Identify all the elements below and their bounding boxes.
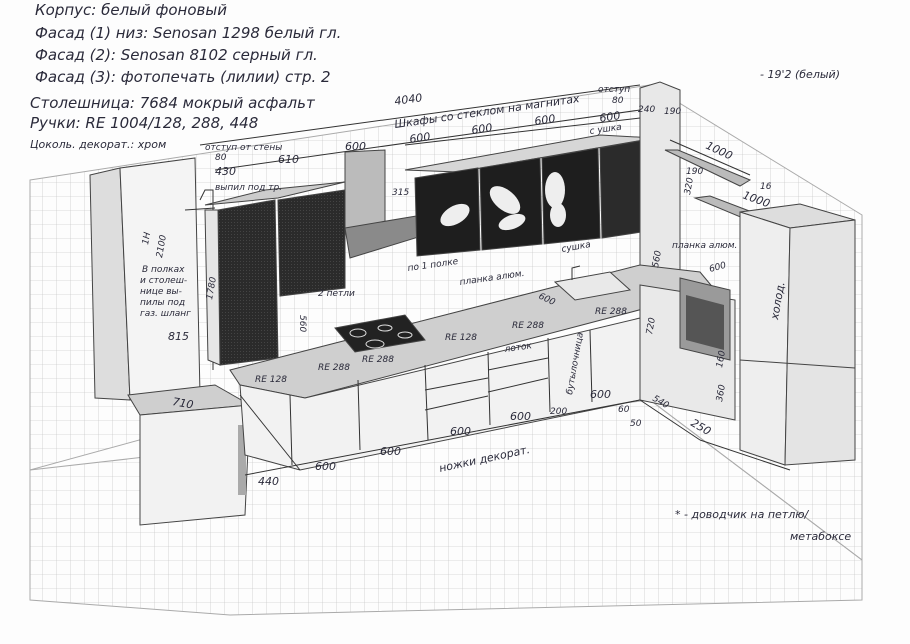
dim-oven-600: 600: [708, 261, 727, 275]
handle-label-5: RE 288: [512, 321, 544, 331]
footnote-line-2: метабоксе: [790, 530, 851, 543]
gas-note-5: газ. шланг: [140, 309, 191, 319]
gas-note-2: и столеш-: [140, 276, 187, 286]
dim-200: 200: [550, 407, 567, 417]
lily-print: [440, 172, 566, 231]
dim-815: 815: [168, 330, 189, 343]
upper-cabinet-dark: [277, 189, 346, 297]
fridge-front: [784, 219, 856, 466]
label-strip-2: планка алюм.: [672, 241, 737, 251]
dim-600-4: 600: [599, 109, 622, 125]
note-body: Корпус: белый фоновый: [35, 1, 227, 19]
faucet: [571, 265, 581, 280]
note-handles: Ручки: RE 1004/128, 288, 448: [30, 114, 258, 132]
dim-shelf-16: 16: [760, 182, 772, 192]
dim-600-3: 600: [534, 112, 557, 128]
fridge-divider: [739, 359, 856, 369]
base-cabinet-dividers: [289, 329, 593, 466]
handle-label-2: RE 288: [318, 363, 350, 373]
dim-360: 360: [715, 384, 728, 403]
dim-1n: 1Н: [141, 231, 153, 245]
dim-2100: 2100: [155, 234, 169, 259]
dim-1780: 1780: [205, 276, 219, 301]
dimension-lines: [184, 84, 791, 476]
upper-cabinet-side: [204, 209, 221, 366]
hob-burners: [349, 324, 413, 349]
note-facade-3: Фасад (3): фотопечать (лилии) стр. 2: [35, 68, 331, 86]
color-note: - 19'2 (белый): [760, 68, 840, 81]
corner-base-front: [139, 404, 251, 526]
dim-190: 190: [664, 107, 681, 117]
dim-base-600-5: 600: [590, 388, 611, 401]
dim-base-600-2: 600: [380, 445, 401, 458]
note-facade-2: Фасад (2): Senosan 8102 серный гл.: [35, 46, 318, 64]
dim-720: 720: [645, 317, 658, 336]
dim-240: 240: [638, 105, 655, 115]
handle-label-1: RE 128: [255, 375, 287, 385]
dim-600-1: 600: [409, 130, 432, 146]
dim-offset-right-val: 80: [612, 96, 624, 106]
note-countertop: Столешница: 7684 мокрый асфальт: [30, 94, 316, 112]
dim-base-600-1: 600: [315, 460, 336, 473]
dim-offset-wall: отступ от стены: [205, 143, 282, 153]
note-facade-1: Фасад (1) низ: Senosan 1298 белый гл.: [35, 24, 341, 42]
handle-label-3: RE 288: [362, 355, 394, 365]
dim-600-2: 600: [471, 121, 494, 137]
dim-560-right: 560: [651, 250, 664, 269]
dim-560: 560: [297, 315, 307, 332]
dim-50: 50: [630, 419, 642, 429]
dim-60: 60: [618, 405, 630, 415]
dim-160: 160: [715, 350, 728, 369]
dim-320: 320: [683, 177, 696, 196]
dim-base-600-4: 600: [510, 410, 531, 423]
handle-label-4: RE 128: [445, 333, 477, 343]
hob: [334, 314, 426, 353]
dim-offset-right: отступ: [598, 85, 630, 95]
dim-315: 315: [392, 188, 409, 198]
upper-cabinet-tall-dark: [217, 199, 279, 366]
dim-430: 430: [215, 165, 236, 178]
dim-440: 440: [258, 475, 279, 488]
gas-note-4: пилы под: [140, 298, 185, 308]
label-tray: лоток: [503, 341, 533, 355]
sink: [553, 271, 632, 301]
gas-note-3: нице вы-: [140, 287, 182, 297]
dim-base-600-3: 600: [450, 425, 471, 438]
dim-total: 4040: [394, 91, 424, 108]
handle-label-6: RE 288: [595, 307, 627, 317]
dim-with-ear: с ушка: [589, 123, 622, 137]
dim-shelf-190: 190: [686, 167, 703, 177]
dim-hood-600: 600: [345, 140, 366, 153]
dim-hinges: 2 петли: [318, 289, 355, 299]
footnote-line-1: * - доводчик на петлю/: [675, 508, 809, 521]
wall-shelf-upper: [664, 149, 752, 187]
fridge-side: [739, 211, 791, 466]
radiator: [238, 425, 246, 495]
gas-note-1: В полках: [142, 265, 185, 275]
dim-offset-wall-val: 80: [215, 153, 227, 163]
dim-cutout: выпил под тр.: [215, 183, 282, 193]
hood-chimney: [344, 149, 386, 233]
dim-710: 710: [171, 395, 194, 411]
dim-610: 610: [278, 153, 299, 166]
oven-window: [686, 295, 724, 350]
note-plinth: Цоколь. декорат.: хром: [30, 138, 166, 151]
